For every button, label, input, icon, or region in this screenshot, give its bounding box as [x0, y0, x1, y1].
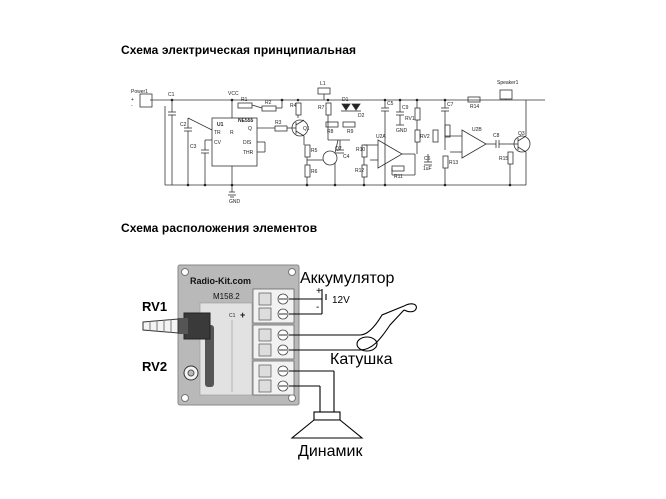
schematic-junctions	[170, 98, 512, 187]
speaker-label: Динамик	[298, 443, 363, 460]
label-rv2: RV2	[420, 134, 430, 140]
label-r7: R7	[318, 105, 325, 111]
battery-leads	[289, 289, 327, 315]
schematic	[139, 87, 545, 198]
label-u2b: U2B	[472, 127, 482, 133]
label-c9: C9	[402, 105, 409, 111]
label-r13: R13	[449, 160, 458, 166]
label-r1: R1	[241, 97, 248, 103]
pin-dis: DIS	[243, 140, 252, 146]
label-rv1: RV1	[405, 116, 415, 122]
label-r3: R3	[275, 120, 282, 126]
label-speaker: Speaker1	[497, 80, 519, 86]
label-d1: D1	[342, 97, 349, 103]
speaker	[289, 370, 364, 439]
label-q1: Q1	[303, 126, 310, 132]
rv2-label: RV2	[142, 359, 167, 374]
board-model: M158.2	[213, 292, 240, 301]
label-c6: C6	[424, 156, 431, 162]
label-r15: R15	[499, 156, 508, 162]
layout-title: Схема расположения элементов	[121, 221, 318, 235]
pcb-board	[142, 264, 300, 406]
label-r8: R8	[327, 129, 334, 135]
opamp-u2b	[461, 129, 487, 159]
label-c7: C7	[447, 102, 454, 108]
label-r14: R14	[470, 104, 479, 110]
battery-minus: -	[316, 302, 319, 313]
schematic-labels: Power1 + - C1 C2 C3 C4 C5 C6 1uF C7 C8 C…	[131, 80, 525, 205]
label-q2: Q2	[335, 146, 342, 152]
schematic-title: Схема электрическая принципиальная	[121, 43, 357, 57]
label-c3: C3	[190, 144, 197, 150]
label-r10: R10	[356, 147, 365, 153]
battery-voltage: 12V	[332, 295, 350, 306]
label-r11: R11	[394, 174, 403, 180]
battery-plus: +	[316, 286, 322, 297]
label-u1: U1	[217, 122, 224, 128]
label-power: Power1	[131, 89, 148, 95]
label-q3: Q3	[518, 131, 525, 137]
speaker-connector	[499, 89, 513, 100]
coil	[289, 303, 417, 352]
board-plus-mark: +	[240, 310, 245, 320]
label-c1: C1	[168, 92, 175, 98]
label-r6: R6	[311, 169, 318, 175]
label-c4: C4	[343, 154, 350, 160]
board-brand: Radio-Kit.com	[190, 276, 251, 286]
label-c2: C2	[180, 122, 187, 128]
power-connector	[139, 93, 153, 108]
label-ne555: NE555	[238, 118, 254, 124]
label-c8: C8	[493, 133, 500, 139]
label-l1: L1	[320, 81, 326, 87]
opamp-u2a	[377, 139, 403, 169]
label-c6-val: 1uF	[423, 166, 432, 172]
label-u2a: U2A	[376, 134, 386, 140]
label-vcc: VCC	[228, 91, 239, 97]
label-r2: R2	[265, 100, 272, 106]
battery-label: Аккумулятор	[300, 270, 395, 287]
label-c5: C5	[387, 101, 394, 107]
label-gnd-2: GND	[396, 128, 408, 134]
label-r4: R4	[290, 103, 297, 109]
pin-thr: THR	[243, 150, 254, 156]
pin-tr: TR	[214, 130, 221, 136]
pin-q: Q	[248, 126, 252, 132]
label-minus: -	[131, 103, 133, 109]
board-cap-mark: C1	[229, 313, 236, 319]
label-gnd: GND	[229, 199, 241, 205]
label-r9: R9	[347, 129, 354, 135]
pin-r: R	[230, 130, 234, 136]
rv1-label: RV1	[142, 299, 167, 314]
label-r5: R5	[311, 148, 318, 154]
coil-label: Катушка	[330, 351, 393, 368]
pin-cv: CV	[214, 140, 222, 146]
label-plus: +	[131, 97, 134, 103]
label-d2: D2	[358, 113, 365, 119]
label-r12: R12	[355, 168, 364, 174]
